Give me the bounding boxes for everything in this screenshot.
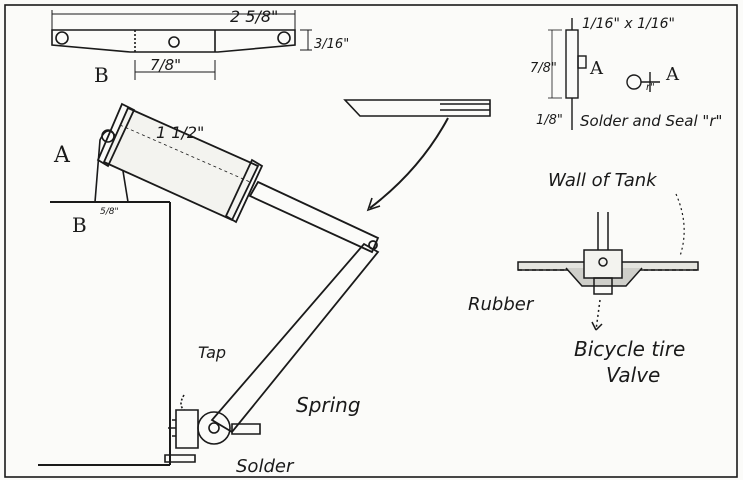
top-dim-width: 2 5/8" bbox=[230, 7, 278, 26]
tap-mechanism bbox=[164, 394, 261, 463]
detail-label-a2: A bbox=[665, 64, 680, 85]
drawing-frame bbox=[4, 4, 738, 478]
label-valve: Valve bbox=[606, 363, 660, 387]
label-rubber: Rubber bbox=[468, 294, 535, 315]
label-b-main: B bbox=[72, 213, 87, 237]
wall-of-tank-label: Wall of Tank bbox=[548, 170, 658, 191]
small-dim-b: 5/8" bbox=[100, 207, 119, 217]
detached-lever-piece bbox=[343, 99, 491, 212]
flat-bar-part-b bbox=[51, 10, 312, 80]
label-tap: Tap bbox=[198, 343, 226, 362]
detail-part-a bbox=[548, 18, 660, 130]
cylinder-dim: 1 1/2" bbox=[156, 123, 204, 142]
label-a-main: A bbox=[53, 143, 71, 168]
label-spring: Spring bbox=[296, 393, 361, 417]
top-dim-small: 7/8" bbox=[150, 56, 181, 74]
label-bicycle-tire: Bicycle tire bbox=[574, 337, 685, 361]
top-dim-height: 3/16" bbox=[314, 37, 349, 52]
cylinder-float bbox=[96, 102, 380, 254]
tank-outline bbox=[38, 201, 171, 466]
label-solder: Solder bbox=[236, 456, 295, 477]
detail-dim-height: 7/8" bbox=[530, 61, 557, 76]
detail-label-r: r" bbox=[646, 82, 655, 93]
wall-leader-line bbox=[675, 193, 685, 257]
solder-seal-text: Solder and Seal "r" bbox=[580, 112, 722, 130]
detail-label-a1: A bbox=[589, 58, 604, 79]
detail-dim-bottom: 1/8" bbox=[536, 113, 563, 128]
detail-dim-wall: 1/16" x 1/16" bbox=[582, 16, 675, 32]
label-b-top: B bbox=[94, 63, 109, 87]
valve-assembly bbox=[517, 212, 699, 331]
